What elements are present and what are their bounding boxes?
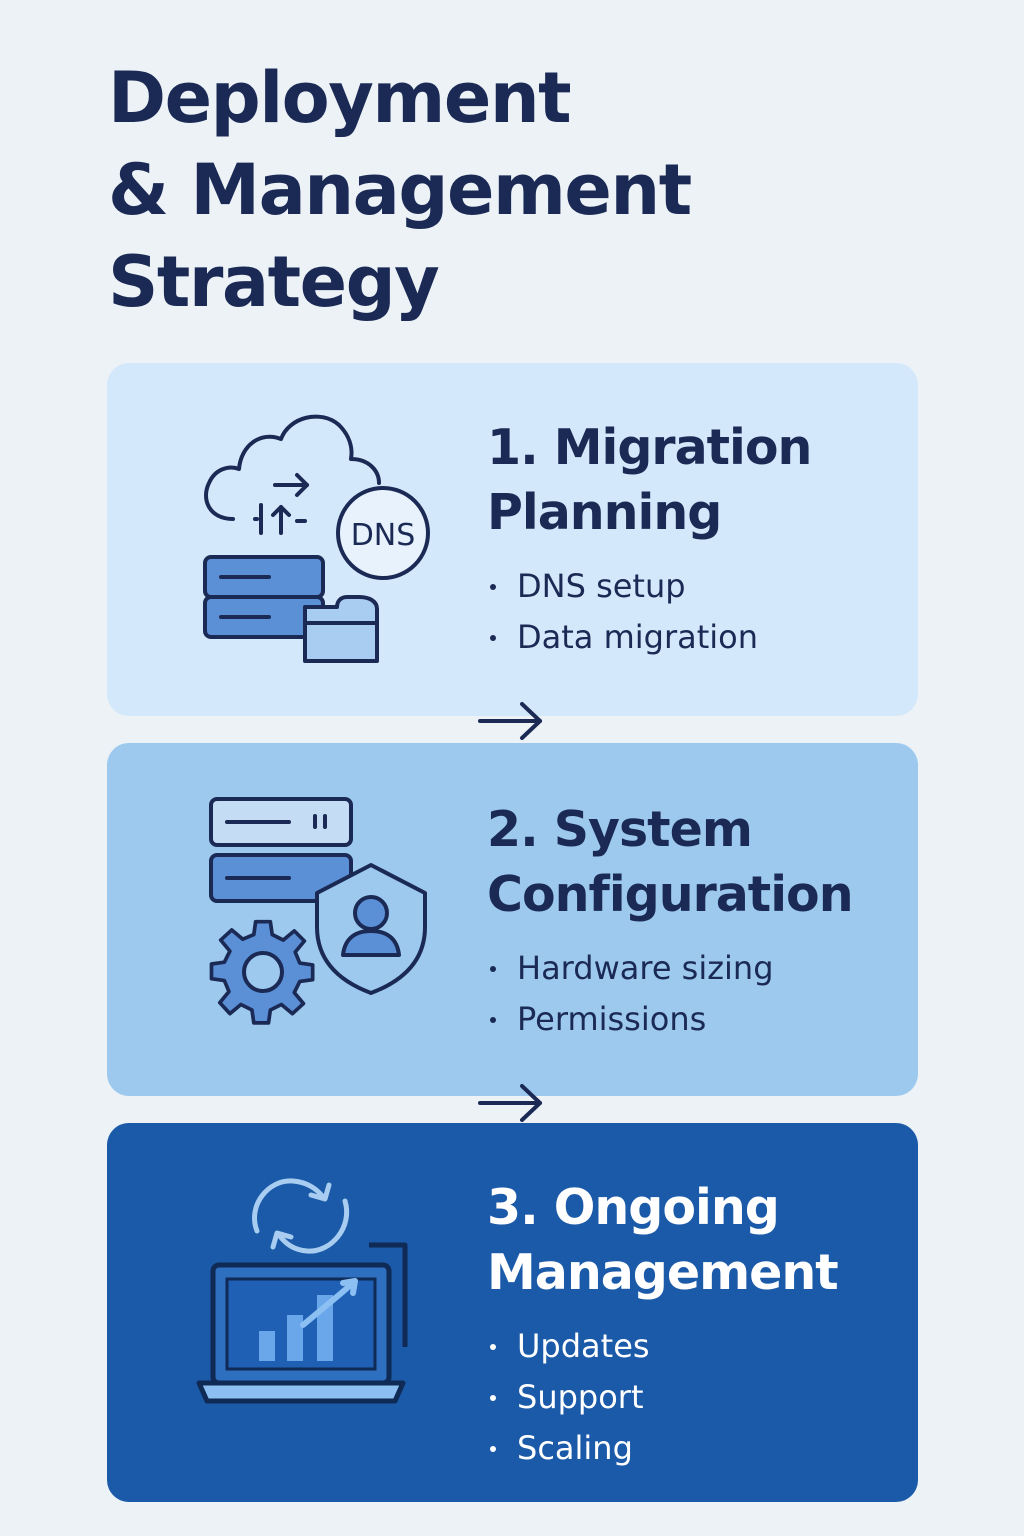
laptop-chart-sync-icon	[196, 1178, 408, 1404]
list-item: Permissions	[487, 994, 774, 1045]
cloud-dns-server-icon: DNS	[203, 414, 430, 663]
list-item: Data migration	[487, 612, 758, 663]
arrow-right-icon	[478, 1084, 542, 1122]
stage-card-ongoing-management: 3. Ongoing Management Updates Support Sc…	[107, 1123, 918, 1502]
stage-heading: 1. Migration Planning	[487, 419, 812, 541]
stage-heading: 3. Ongoing Management	[487, 1179, 839, 1301]
page-title-line: Deployment	[108, 57, 572, 139]
list-item: Updates	[487, 1321, 650, 1372]
page-title-line: & Management	[108, 149, 692, 231]
list-item: DNS setup	[487, 561, 758, 612]
page-title: Deployment & Management Strategy	[108, 52, 692, 328]
list-item: Scaling	[487, 1423, 650, 1474]
list-item: Support	[487, 1372, 650, 1423]
page-title-line: Strategy	[108, 241, 440, 323]
server-gear-shield-icon	[209, 797, 427, 1025]
arrow-right-icon	[478, 702, 542, 740]
list-item: Hardware sizing	[487, 943, 774, 994]
stage-heading: 2. System Configuration	[487, 801, 854, 923]
stage-item-list: DNS setup Data migration	[487, 561, 758, 663]
stage-item-list: Hardware sizing Permissions	[487, 943, 774, 1045]
dns-badge-label: DNS	[351, 518, 416, 553]
stage-card-migration-planning: DNS 1. Migration Planning DNS setup Data…	[107, 363, 918, 716]
stage-item-list: Updates Support Scaling	[487, 1321, 650, 1474]
stage-card-system-configuration: 2. System Configuration Hardware sizing …	[107, 743, 918, 1096]
